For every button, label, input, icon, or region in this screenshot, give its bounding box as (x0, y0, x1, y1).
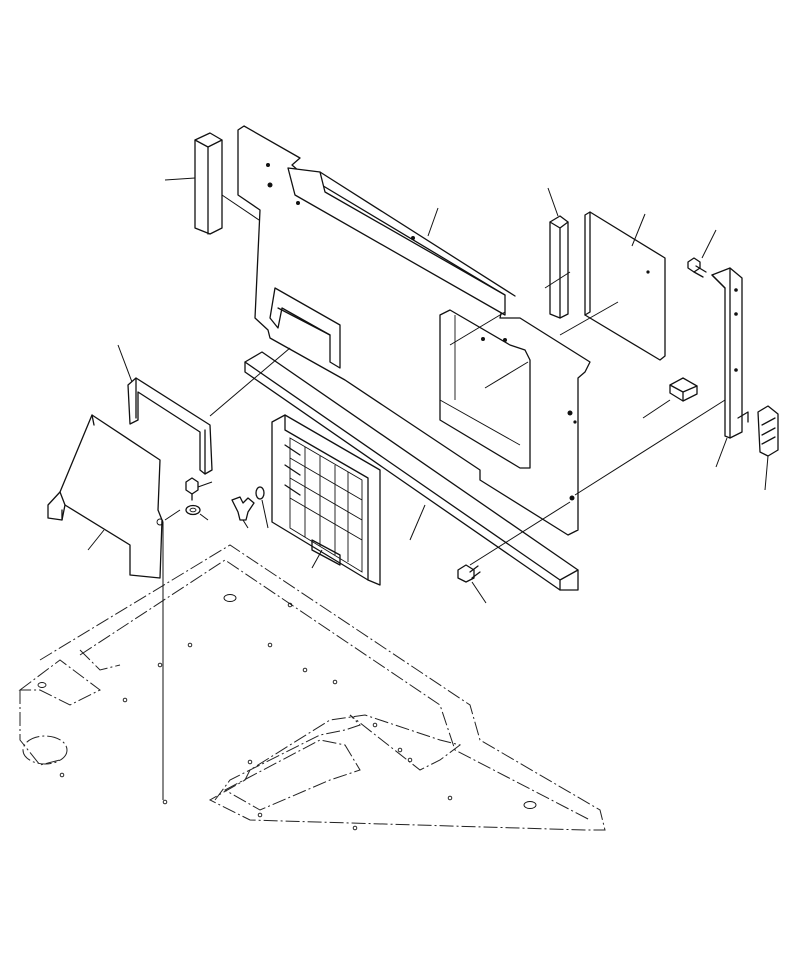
latch (757, 405, 779, 491)
hex-bolt (687, 229, 717, 278)
bolt-washer (185, 477, 213, 521)
leader-lines (162, 207, 726, 800)
side-cover (47, 414, 164, 579)
floor-spacer-bar (244, 351, 579, 591)
rear-panel (237, 125, 591, 536)
small-panel (584, 211, 666, 361)
u-handle (117, 344, 213, 475)
grille-cover (271, 414, 381, 586)
vertical-strip (547, 187, 569, 319)
foam-block (642, 377, 698, 419)
wing-nut (231, 486, 269, 529)
mount-bolt (457, 564, 487, 604)
post-block (164, 132, 263, 235)
floor-plate (18, 544, 606, 831)
bracket-rail (711, 267, 749, 468)
